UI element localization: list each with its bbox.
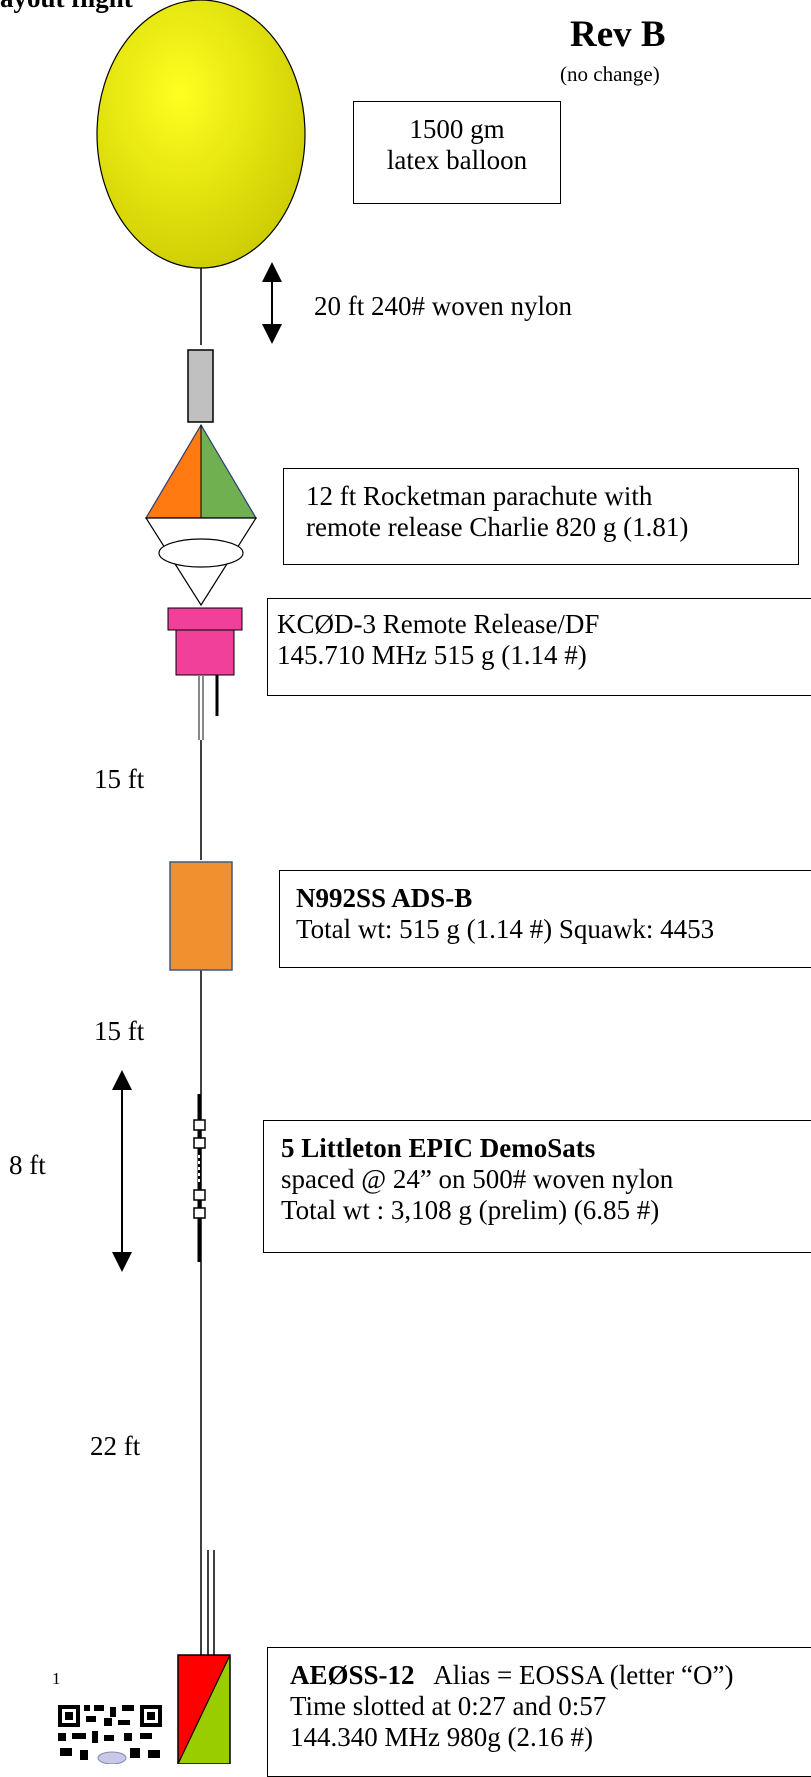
release-line2: 145.710 MHz 515 g (1.14 #): [277, 640, 587, 670]
aeoss-title: AEØSS-12: [290, 1660, 415, 1690]
swivel-connector: [187, 349, 214, 423]
release-line1: KCØD-3 Remote Release/DF: [277, 609, 600, 639]
revision-note: (no change): [560, 62, 660, 86]
demosats-label-box: 5 Littleton EPIC DemoSats spaced @ 24” o…: [263, 1120, 811, 1253]
parachute-canopy-ring: [158, 538, 244, 568]
parachute-label-box: 12 ft Rocketman parachute with remote re…: [283, 468, 799, 565]
aeoss-line2: Time slotted at 0:27 and 0:57: [290, 1691, 607, 1721]
adsb-unit: [169, 861, 233, 971]
release-label-box: KCØD-3 Remote Release/DF 145.710 MHz 515…: [267, 598, 811, 696]
demosat-markers: [193, 1119, 206, 1219]
nylon-label: 20 ft 240# woven nylon: [314, 291, 572, 321]
aeoss-alias: Alias = EOSSA (letter “O”): [414, 1660, 734, 1690]
release-unit-top: [167, 607, 243, 631]
balloon-label-line2: latex balloon: [386, 145, 528, 175]
balloon-label-line1: 1500 gm: [409, 114, 505, 144]
demosats-line3: Total wt : 3,108 g (prelim) (6.85 #): [281, 1195, 660, 1225]
release-unit-body: [175, 629, 235, 676]
adsb-label-box: N992SS ADS-B Total wt: 515 g (1.14 #) Sq…: [279, 870, 811, 968]
spacing-label-b: 15 ft: [94, 1016, 145, 1046]
spacing-label-d: 22 ft: [90, 1431, 141, 1461]
aeoss-line1: AEØSS-12 Alias = EOSSA (letter “O”): [290, 1660, 811, 1691]
spacing-label-c: 8 ft: [9, 1150, 46, 1180]
parachute-line2: remote release Charlie 820 g (1.81): [306, 512, 689, 542]
adsb-title: N992SS ADS-B: [296, 883, 473, 913]
demosats-title: 5 Littleton EPIC DemoSats: [281, 1133, 596, 1163]
header-partial-title: ayout flight: [0, 0, 133, 14]
qr-code-icon: [58, 1698, 162, 1764]
aeoss-label-box: AEØSS-12 Alias = EOSSA (letter “O”) Time…: [267, 1647, 811, 1777]
revision-label: Rev B: [570, 14, 666, 55]
spacing-label-a: 15 ft: [94, 764, 145, 794]
adsb-line2: Total wt: 515 g (1.14 #) Squawk: 4453: [296, 914, 715, 944]
demosats-line2: spaced @ 24” on 500# woven nylon: [281, 1164, 674, 1194]
balloon-shape: [96, 0, 306, 269]
parachute-line1: 12 ft Rocketman parachute with: [306, 481, 653, 511]
page-number: 1: [52, 1669, 61, 1688]
balloon-label-box: 1500 gm latex balloon: [353, 101, 561, 204]
aeoss-line3: 144.340 MHz 980g (2.16 #): [290, 1722, 593, 1752]
